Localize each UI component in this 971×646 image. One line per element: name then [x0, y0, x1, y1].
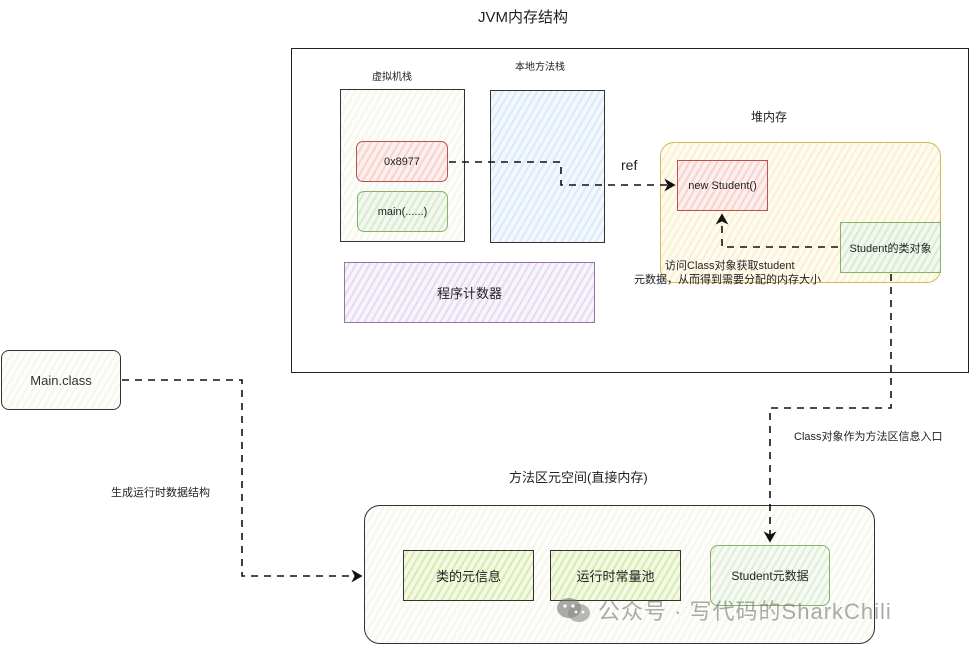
- class-meta-info-text: 类的元信息: [435, 569, 501, 584]
- main-class-file[interactable]: Main.class: [1, 350, 121, 410]
- class-meta-info[interactable]: 类的元信息: [403, 550, 534, 601]
- program-counter[interactable]: 程序计数器: [344, 262, 595, 323]
- stack-frame-main[interactable]: main(......): [357, 191, 448, 232]
- stack-frame-reference[interactable]: 0x8977: [356, 141, 448, 182]
- native-stack-label: 本地方法栈: [515, 62, 565, 73]
- vm-stack-label: 虚拟机栈: [372, 72, 412, 83]
- wechat-icon: [557, 598, 590, 622]
- watermark-text: 公众号 · 写代码的SharkChili: [598, 599, 892, 624]
- heap-note-line2: 元数据，从而得到需要分配的内存大小: [634, 274, 821, 286]
- student-metadata[interactable]: Student元数据: [710, 545, 830, 606]
- student-class-object-text: Student的类对象: [849, 242, 932, 255]
- main-class-file-text: Main.class: [30, 372, 92, 388]
- diagram-title: JVM内存结构: [478, 9, 569, 26]
- class-entry-label: Class对象作为方法区信息入口: [794, 431, 943, 443]
- student-class-object[interactable]: Student的类对象: [840, 222, 941, 273]
- program-counter-text: 程序计数器: [436, 286, 502, 301]
- heap-note-line1: 访问Class对象获取student: [665, 260, 795, 272]
- stack-frame-main-text: main(......): [377, 205, 428, 218]
- watermark: 公众号 · 写代码的SharkChili: [556, 594, 892, 626]
- student-instance-text: new Student(): [688, 179, 757, 192]
- student-instance[interactable]: new Student(): [677, 160, 768, 211]
- ref-label: ref: [621, 157, 638, 173]
- generate-runtime-label: 生成运行时数据结构: [111, 487, 210, 499]
- student-metadata-text: Student元数据: [731, 569, 809, 583]
- method-area-label: 方法区元空间(直接内存): [509, 470, 648, 485]
- runtime-constant-pool-text: 运行时常量池: [576, 569, 655, 584]
- native-method-stack[interactable]: [490, 90, 605, 243]
- stack-frame-reference-text: 0x8977: [383, 155, 421, 168]
- runtime-constant-pool[interactable]: 运行时常量池: [550, 550, 681, 601]
- generate-runtime-arrow: [122, 379, 363, 583]
- heap-label: 堆内存: [751, 110, 788, 124]
